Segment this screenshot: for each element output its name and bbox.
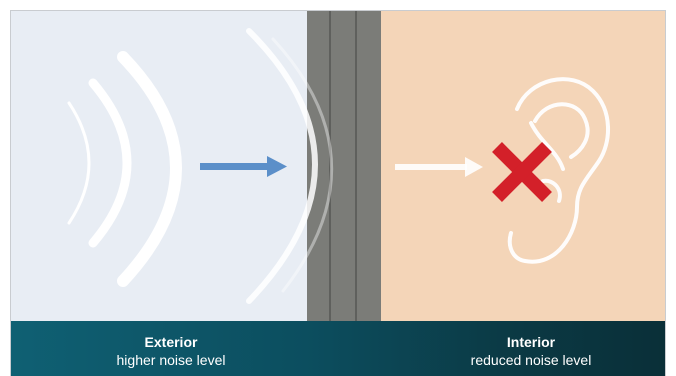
- arrow-right-icon: [200, 156, 287, 177]
- interior-subtitle: reduced noise level: [431, 351, 631, 369]
- interior-title: Interior: [431, 333, 631, 351]
- x-mark-icon: [497, 147, 547, 197]
- exterior-caption: Exterior higher noise level: [71, 333, 271, 369]
- exterior-title: Exterior: [71, 333, 271, 351]
- arrow-right-icon: [395, 157, 483, 177]
- interior-caption: Interior reduced noise level: [431, 333, 631, 369]
- noise-diagram: Exterior higher noise level Interior red…: [10, 10, 666, 376]
- exterior-subtitle: higher noise level: [71, 351, 271, 369]
- scene-graphics: [11, 11, 666, 321]
- caption-bar: Exterior higher noise level Interior red…: [11, 321, 666, 376]
